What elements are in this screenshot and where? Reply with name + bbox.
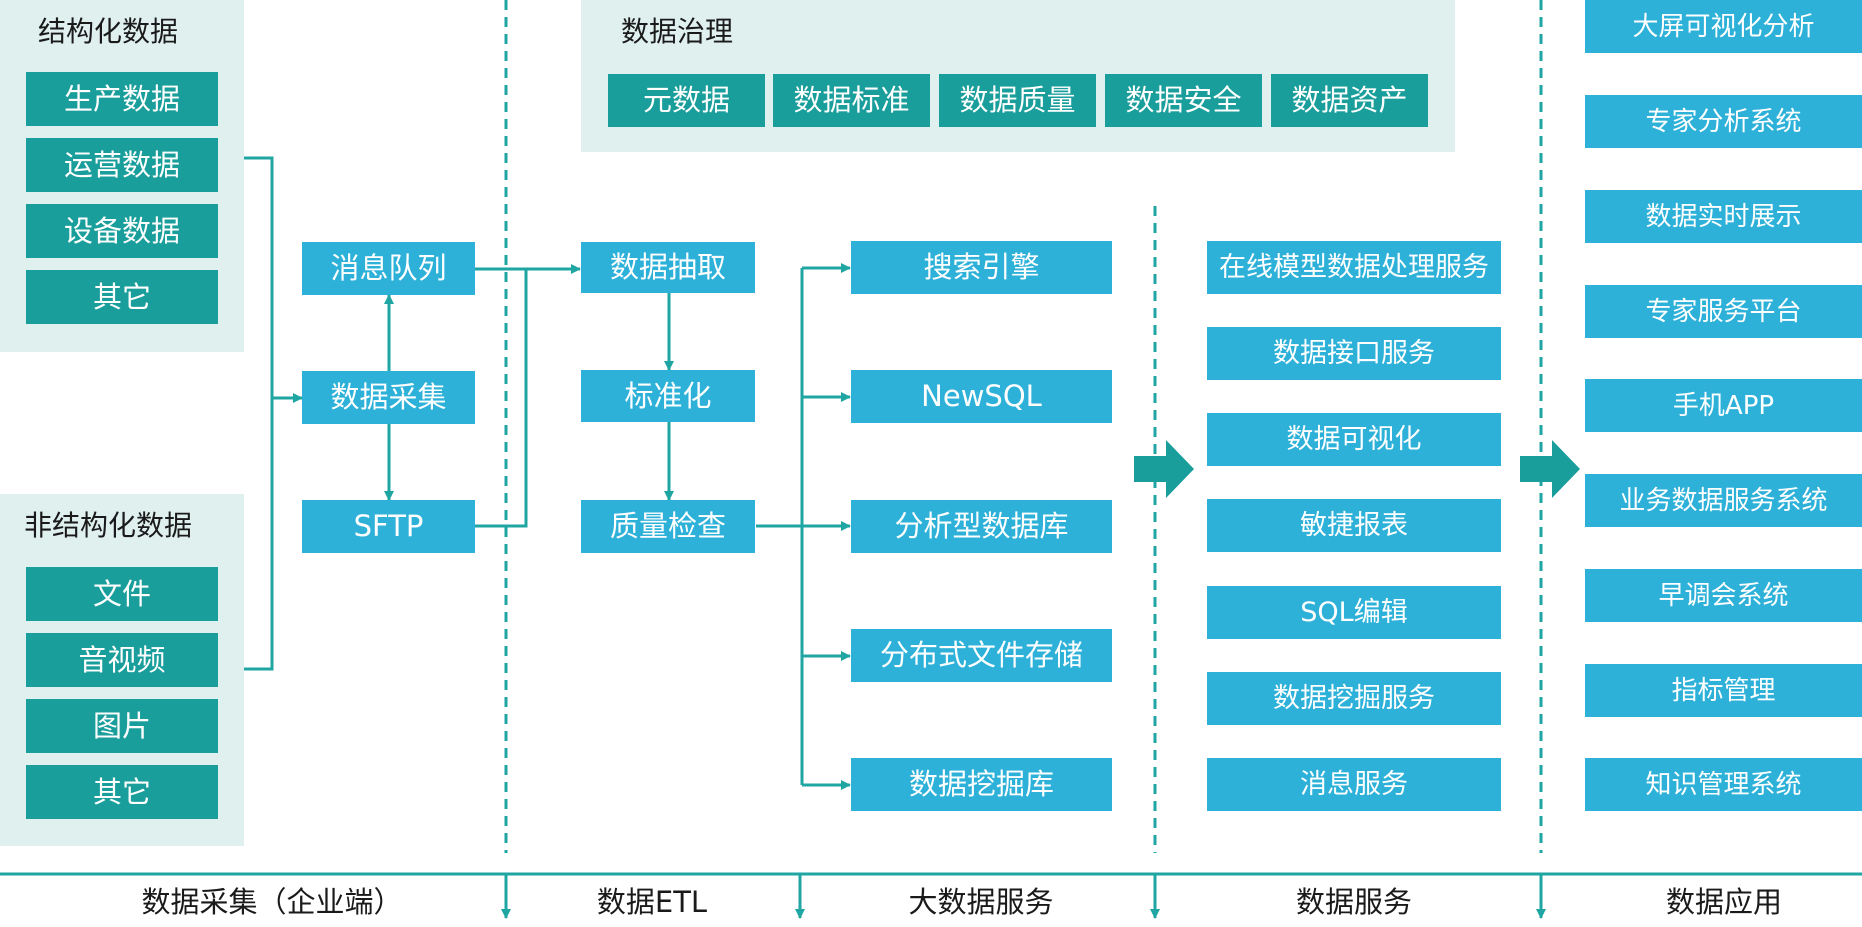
storage-analytic-db[interactable]: 分析型数据库 — [851, 500, 1112, 553]
structured-item-operation[interactable]: 运营数据 — [26, 138, 218, 192]
storage-mining-db[interactable]: 数据挖掘库 — [851, 758, 1112, 811]
app-expert-service[interactable]: 专家服务平台 — [1585, 285, 1862, 338]
stage-label-collection: 数据采集（企业端） — [141, 885, 403, 919]
app-big-screen[interactable]: 大屏可视化分析 — [1585, 0, 1862, 53]
unstructured-item-image[interactable]: 图片 — [26, 699, 218, 753]
unstructured-item-other[interactable]: 其它 — [26, 765, 218, 819]
governance-item-asset[interactable]: 数据资产 — [1271, 74, 1428, 127]
unstructured-item-file[interactable]: 文件 — [26, 567, 218, 621]
stage-label-etl: 数据ETL — [596, 885, 708, 919]
storage-newsql[interactable]: NewSQL — [851, 370, 1112, 423]
unstructured-data-title: 非结构化数据 — [24, 509, 193, 542]
service-visualization[interactable]: 数据可视化 — [1207, 413, 1501, 466]
governance-item-standard[interactable]: 数据标准 — [773, 74, 930, 127]
data-collection-box[interactable]: 数据采集 — [302, 371, 475, 424]
app-expert-analysis[interactable]: 专家分析系统 — [1585, 95, 1862, 148]
service-message[interactable]: 消息服务 — [1207, 758, 1501, 811]
storage-distributed-fs[interactable]: 分布式文件存储 — [851, 629, 1112, 682]
governance-item-quality[interactable]: 数据质量 — [939, 74, 1096, 127]
etl-standardize-box[interactable]: 标准化 — [581, 370, 755, 422]
unstructured-item-audio-video[interactable]: 音视频 — [26, 633, 218, 687]
section-dividers — [504, 0, 1543, 853]
data-governance-title: 数据治理 — [621, 15, 734, 48]
stage-label-apps: 数据应用 — [1665, 885, 1783, 919]
etl-connectors — [664, 263, 851, 790]
app-mobile[interactable]: 手机APP — [1585, 379, 1862, 432]
governance-item-security[interactable]: 数据安全 — [1105, 74, 1262, 127]
structured-item-equipment[interactable]: 设备数据 — [26, 204, 218, 258]
etl-quality-check-box[interactable]: 质量检查 — [581, 500, 755, 553]
app-business-data[interactable]: 业务数据服务系统 — [1585, 474, 1862, 527]
etl-extract-box[interactable]: 数据抽取 — [581, 242, 755, 293]
service-data-mining[interactable]: 数据挖掘服务 — [1207, 672, 1501, 725]
governance-item-metadata[interactable]: 元数据 — [608, 74, 765, 127]
sftp-box[interactable]: SFTP — [302, 500, 475, 553]
flow-arrow-icon — [1134, 440, 1194, 498]
message-queue-box[interactable]: 消息队列 — [302, 242, 475, 295]
app-indicator-mgmt[interactable]: 指标管理 — [1585, 664, 1862, 717]
stage-label-bigdata: 大数据服务 — [908, 885, 1054, 919]
service-data-interface[interactable]: 数据接口服务 — [1207, 327, 1501, 380]
service-sql-editor[interactable]: SQL编辑 — [1207, 586, 1501, 639]
app-morning-meeting[interactable]: 早调会系统 — [1585, 569, 1862, 622]
structured-data-title: 结构化数据 — [38, 15, 179, 48]
structured-item-other[interactable]: 其它 — [26, 270, 218, 324]
service-online-model[interactable]: 在线模型数据处理服务 — [1207, 241, 1501, 294]
storage-search-engine[interactable]: 搜索引擎 — [851, 241, 1112, 294]
service-agile-report[interactable]: 敏捷报表 — [1207, 499, 1501, 552]
flow-arrow-icon — [1520, 440, 1580, 498]
structured-item-production[interactable]: 生产数据 — [26, 72, 218, 126]
app-knowledge-mgmt[interactable]: 知识管理系统 — [1585, 758, 1862, 811]
app-realtime-display[interactable]: 数据实时展示 — [1585, 190, 1862, 243]
stage-label-services: 数据服务 — [1295, 885, 1413, 919]
collection-connectors — [244, 156, 581, 671]
stage-timeline — [0, 872, 1862, 919]
